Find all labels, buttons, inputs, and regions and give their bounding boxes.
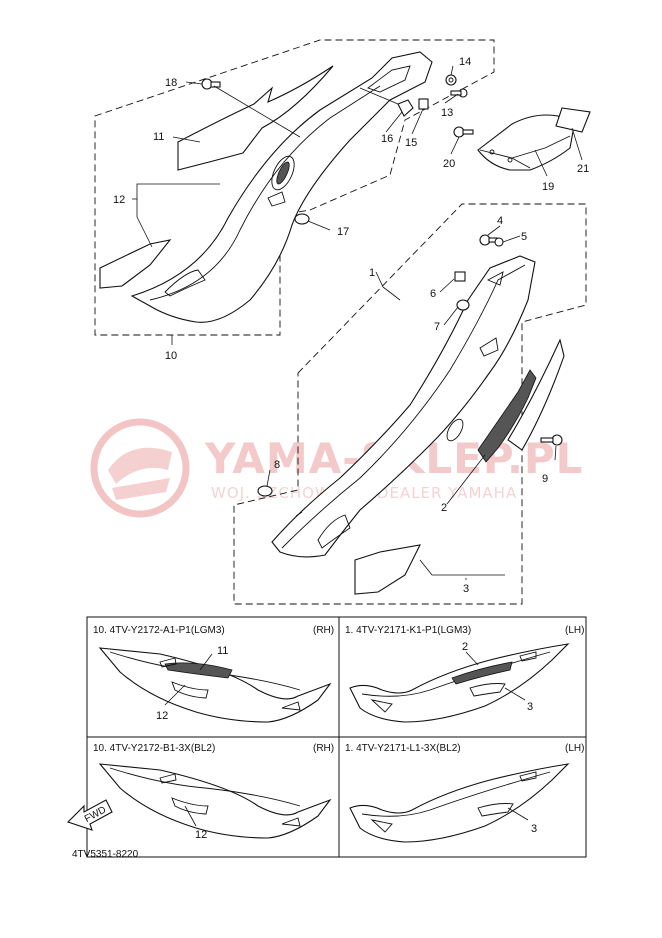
lower-decal-lh bbox=[354, 544, 421, 595]
callout-16: 16 bbox=[381, 133, 393, 145]
stripe-decal-rh bbox=[177, 65, 334, 171]
callout-11: 11 bbox=[153, 131, 164, 143]
nut-6 bbox=[454, 271, 466, 282]
leader-21 bbox=[571, 127, 583, 161]
lh-cover-group-outline bbox=[233, 203, 587, 605]
callout-20: 20 bbox=[443, 158, 455, 170]
watermark-logo bbox=[90, 418, 190, 518]
grommet-17 bbox=[294, 213, 310, 225]
leader-19 bbox=[534, 149, 548, 177]
drawing-code: 4TV5351-8220 bbox=[72, 849, 139, 860]
variant-rh-bottom-callout-12: 12 bbox=[195, 829, 207, 841]
variant-rh-top-callout-12: 12 bbox=[156, 710, 168, 722]
variant-lh-top-callout-2: 2 bbox=[462, 641, 468, 653]
callout-17: 17 bbox=[337, 226, 349, 238]
callout-10: 10 bbox=[165, 350, 177, 362]
lh-leader-lines bbox=[266, 225, 557, 580]
collar-14 bbox=[445, 74, 457, 86]
callout-1: 1 bbox=[369, 267, 375, 279]
right-side-cover bbox=[130, 51, 433, 323]
callout-4: 4 bbox=[497, 215, 503, 227]
variant-rh-bottom-side: (RH) bbox=[313, 743, 334, 754]
callout-13: 13 bbox=[441, 107, 453, 119]
grommet-8 bbox=[257, 485, 273, 497]
variant-lh-top-title: 1. 4TV-Y2171-K1-P1(LGM3) bbox=[345, 625, 471, 636]
callout-labels: 10 11 12 18 14 13 16 15 17 20 19 21 1 4 … bbox=[113, 56, 589, 595]
callout-6: 6 bbox=[430, 288, 436, 300]
grommet-7 bbox=[456, 299, 470, 311]
variant-lh-bottom: 1. 4TV-Y2171-L1-3X(BL2) (LH) 3 bbox=[345, 743, 584, 843]
variant-lh-top-side: (LH) bbox=[565, 625, 584, 636]
callout-12: 12 bbox=[113, 194, 125, 206]
rh-leader-lines bbox=[132, 65, 459, 345]
left-side-cover bbox=[271, 255, 536, 558]
upper-decal-lh bbox=[507, 338, 565, 451]
callout-18: 18 bbox=[165, 77, 177, 89]
callout-3: 3 bbox=[463, 583, 469, 595]
variant-lh-bottom-title: 1. 4TV-Y2171-L1-3X(BL2) bbox=[345, 743, 461, 754]
callout-5: 5 bbox=[521, 231, 527, 243]
callout-8: 8 bbox=[274, 459, 280, 471]
screw-4 bbox=[479, 234, 498, 246]
variant-lh-top-callout-3: 3 bbox=[527, 701, 533, 713]
callout-21: 21 bbox=[577, 163, 589, 175]
variant-lh-top: 1. 4TV-Y2171-K1-P1(LGM3) (LH) 2 3 bbox=[345, 625, 584, 723]
callout-2: 2 bbox=[441, 502, 447, 514]
rear-cover-19 bbox=[477, 114, 575, 171]
callout-15: 15 bbox=[405, 137, 417, 149]
leader-20 bbox=[450, 136, 460, 155]
callout-7: 7 bbox=[434, 321, 440, 333]
variant-table bbox=[86, 616, 587, 858]
callout-14: 14 bbox=[459, 56, 471, 68]
fwd-arrow: FWD bbox=[66, 799, 113, 831]
callout-19: 19 bbox=[542, 181, 554, 193]
variant-rh-bottom: 10. 4TV-Y2172-B1-3X(BL2) (RH) 12 bbox=[93, 743, 334, 841]
screw-9 bbox=[540, 434, 563, 446]
screw-20 bbox=[453, 126, 474, 138]
variant-lh-bottom-side: (LH) bbox=[565, 743, 584, 754]
screw-13 bbox=[450, 88, 468, 98]
stripe-decal-lh bbox=[477, 369, 537, 463]
variant-lh-bottom-callout-3: 3 bbox=[531, 823, 537, 835]
label-21 bbox=[555, 107, 591, 133]
variant-rh-top-title: 10. 4TV-Y2172-A1-P1(LGM3) bbox=[93, 625, 225, 636]
collar-5 bbox=[494, 237, 504, 247]
callout-9: 9 bbox=[542, 473, 548, 485]
variant-rh-top-callout-11: 11 bbox=[217, 645, 228, 657]
rh-cover-group-outline bbox=[94, 39, 495, 336]
variant-rh-bottom-title: 10. 4TV-Y2172-B1-3X(BL2) bbox=[93, 743, 215, 754]
nut-15 bbox=[418, 98, 429, 110]
variant-rh-top: 10. 4TV-Y2172-A1-P1(LGM3) (RH) 11 12 bbox=[93, 625, 334, 723]
lower-decal-rh bbox=[99, 239, 172, 289]
variant-rh-top-side: (RH) bbox=[313, 625, 334, 636]
